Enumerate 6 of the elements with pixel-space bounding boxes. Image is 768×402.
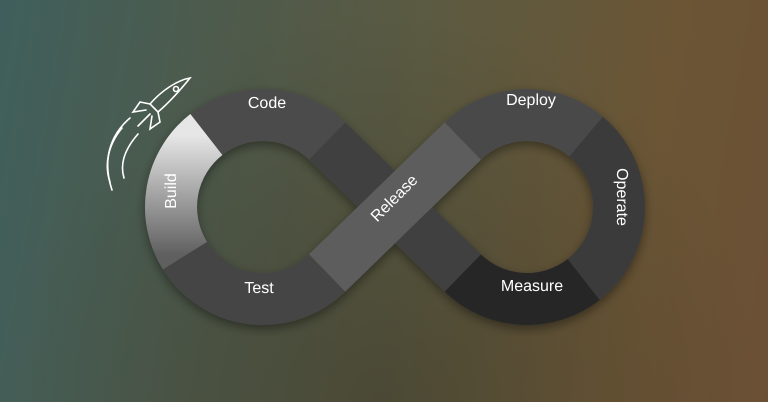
stage-label: Deploy [506,93,556,109]
stage-label: Code [248,96,286,112]
stage-label: Build [164,173,180,209]
stage-label: Operate [613,168,629,226]
stage-label: Test [244,281,274,297]
stage-label: Measure [500,279,564,295]
